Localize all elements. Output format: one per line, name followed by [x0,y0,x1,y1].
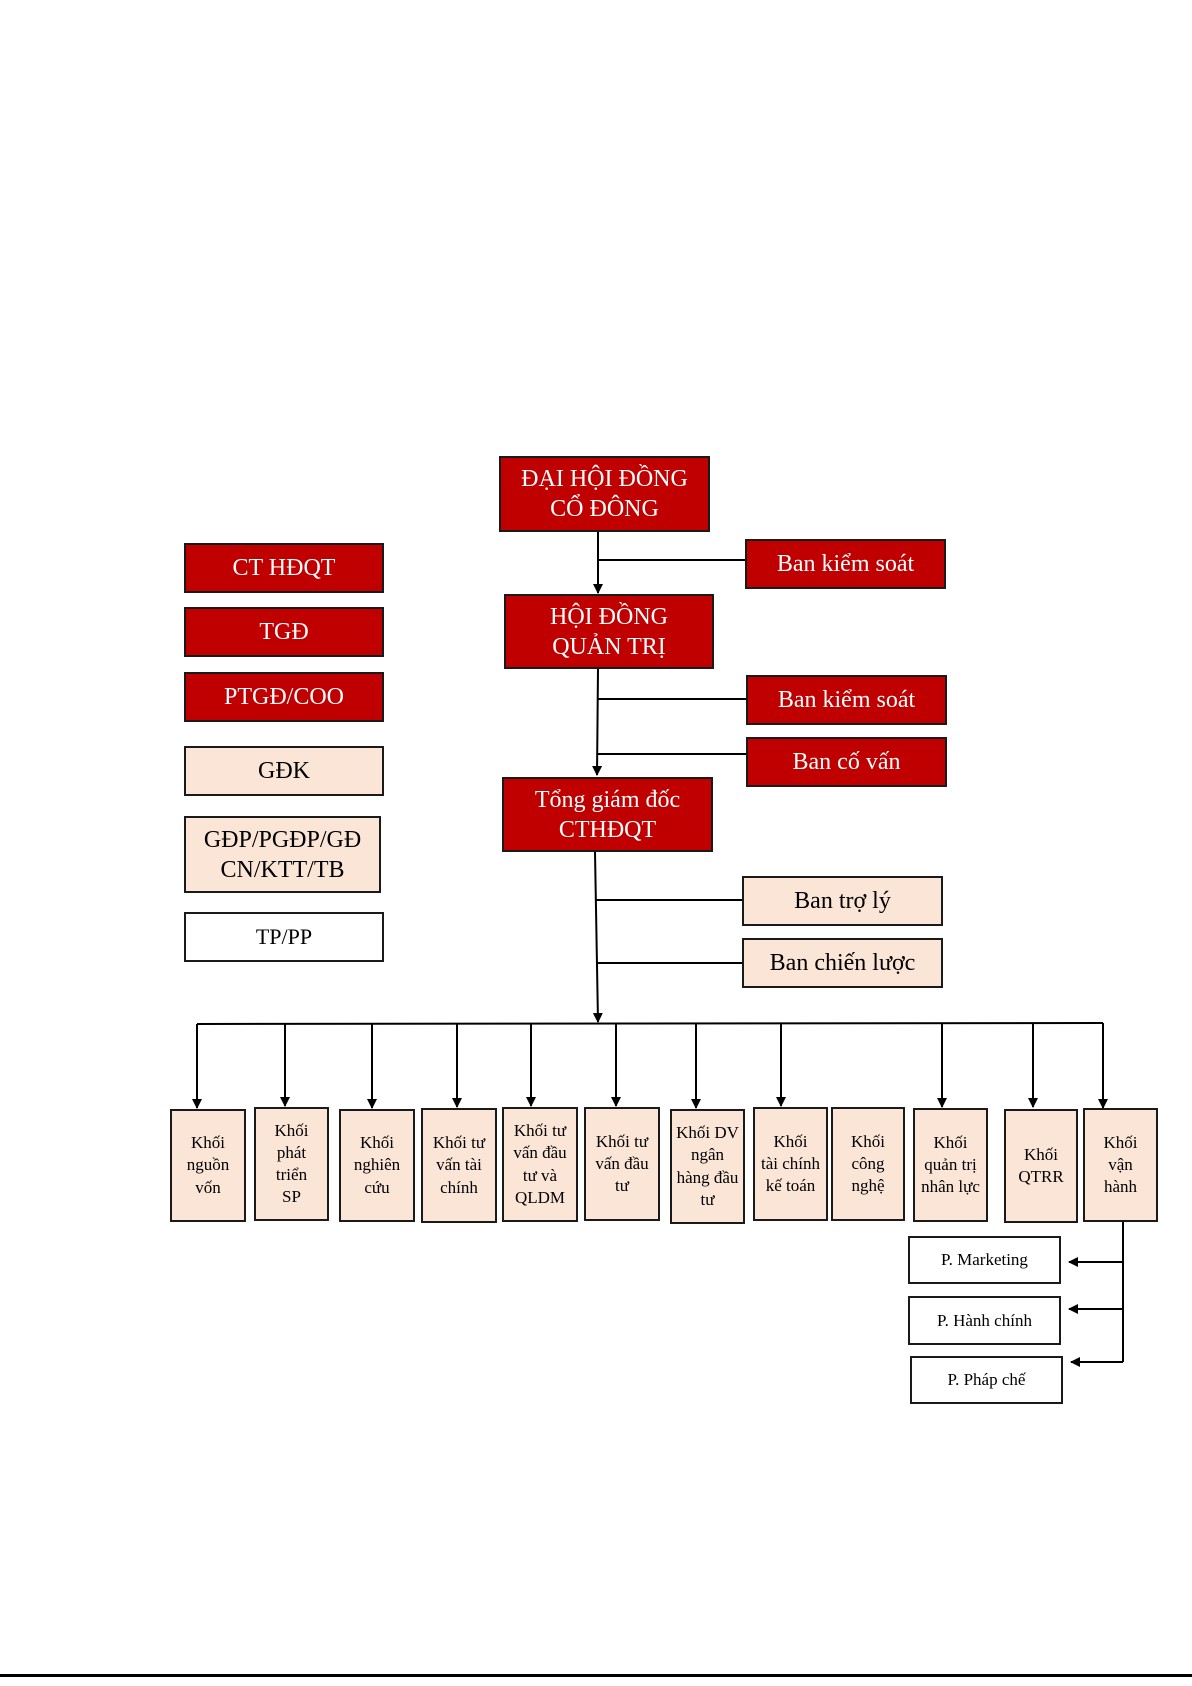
unit-investment-banking: Khối DV ngân hàng đầu tư [670,1109,745,1224]
unit-operations: Khối vận hành [1083,1108,1158,1222]
arrow-board-to-ceo [592,668,603,776]
dept-legal: P. Pháp chế [910,1356,1063,1404]
board-box: HỘI ĐỒNG QUẢN TRỊ [504,594,714,669]
ceo-box: Tổng giám đốc CTHĐQT [502,777,713,852]
dept-administration: P. Hành chính [908,1296,1061,1345]
unit-human-resources: Khối quản trị nhân lực [913,1108,988,1222]
unit-finance-accounting: Khối tài chính kế toán [753,1107,828,1221]
legend-ptgd-coo: PTGĐ/COO [184,672,384,722]
legend-ct-hdqt: CT HĐQT [184,543,384,593]
unit-risk-management: Khối QTRR [1004,1109,1078,1223]
unit-product-development: Khối phát triển SP [254,1107,329,1221]
page-bottom-rule [0,1674,1192,1677]
unit-bus [196,1022,1104,1025]
assistant-committee: Ban trợ lý [742,876,943,926]
legend-tgd: TGĐ [184,607,384,657]
control-committee-2: Ban kiểm soát [746,675,947,725]
legend-gdk: GĐK [184,746,384,796]
unit-research: Khối nghiên cứu [339,1109,415,1222]
unit-technology: Khối công nghệ [831,1107,905,1221]
legend-gdp: GĐP/PGĐP/GĐ CN/KTT/TB [184,816,381,893]
unit-investment-advisory: Khối tư vấn đầu tư [584,1107,660,1221]
arrow-ceo-to-units [592,851,603,1023]
control-committee-1: Ban kiểm soát [745,539,946,589]
shareholders-box: ĐẠI HỘI ĐỒNG CỔ ĐÔNG [499,456,710,532]
unit-capital: Khối nguồn vốn [170,1109,246,1222]
unit-financial-advisory: Khối tư vấn tài chính [421,1108,497,1223]
legend-tp-pp: TP/PP [184,912,384,962]
dept-marketing: P. Marketing [908,1236,1061,1284]
advisory-committee: Ban cố vấn [746,737,947,787]
strategy-committee: Ban chiến lược [742,938,943,988]
unit-investment-advisory-qldm: Khối tư vấn đầu tư và QLDM [502,1107,578,1222]
